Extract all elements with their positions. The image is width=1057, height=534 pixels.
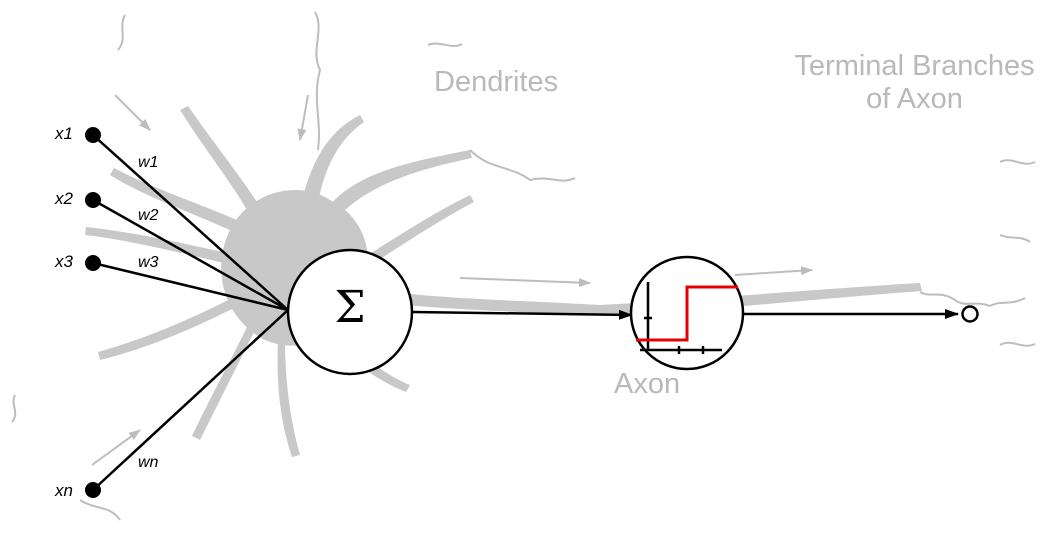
weight-label-wn: wn	[138, 454, 159, 471]
terminal-branches-line1: Terminal Branches	[794, 50, 1035, 82]
activation-node	[629, 255, 745, 371]
dendrites-label: Dendrites	[434, 66, 559, 98]
neuron-silhouette	[85, 106, 922, 457]
connection-x1	[92, 134, 289, 311]
input-label-x2: x2	[55, 189, 73, 208]
input-node-x2	[85, 192, 101, 208]
weight-label-w1: w1	[138, 154, 159, 171]
weight-label-w3: w3	[138, 254, 159, 271]
input-label-x3: x3	[55, 252, 73, 271]
connection-x3	[92, 261, 289, 312]
connection-xn	[92, 309, 289, 491]
connection-x2	[92, 198, 289, 312]
activation-step-curve	[636, 285, 738, 342]
summation-symbol: Σ	[334, 282, 366, 333]
input-node-xn	[85, 482, 101, 498]
weight-label-w2: w2	[138, 207, 159, 224]
input-node-x3	[85, 255, 101, 271]
sum-to-activation-arrow	[411, 309, 633, 320]
flow-arrows	[91, 94, 813, 466]
input-nodes	[85, 127, 101, 498]
input-label-x1: x1	[55, 124, 73, 143]
input-node-x1	[85, 127, 101, 143]
axon-label: Axon	[614, 368, 681, 400]
input-label-xn: xn	[55, 481, 73, 500]
weighted-connections	[92, 134, 289, 491]
terminal-branches-line2: of Axon	[866, 83, 963, 116]
output-node	[961, 305, 979, 323]
dendrite-fibers	[11, 11, 1036, 521]
terminal-branches-label: Terminal Branches of Axon	[772, 50, 1057, 117]
